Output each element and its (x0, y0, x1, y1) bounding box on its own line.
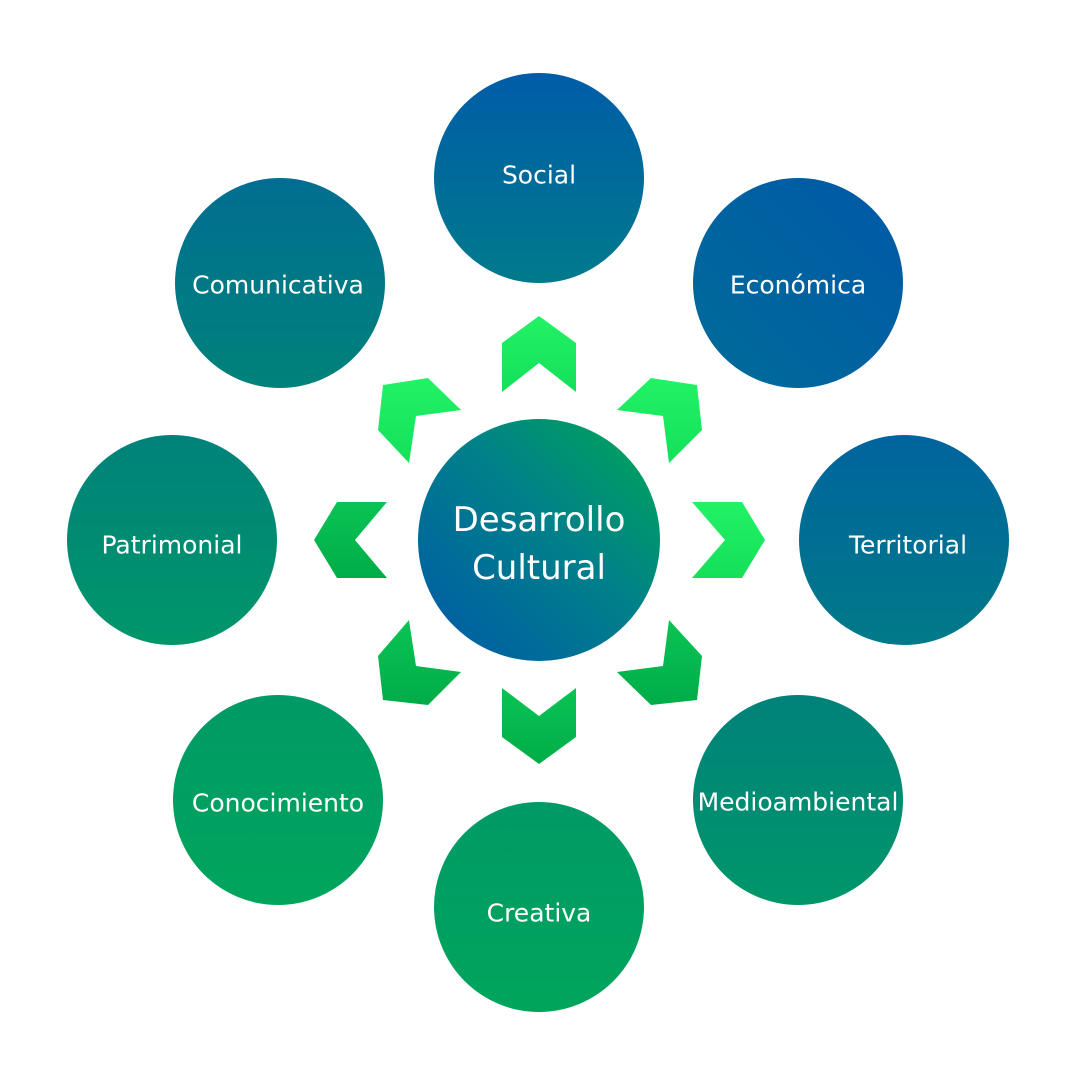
chevron-left-icon (314, 502, 387, 578)
chevron-up-icon (502, 316, 576, 392)
arrows (314, 316, 765, 764)
node-economica: Económica (693, 178, 903, 388)
node-label: Económica (730, 271, 866, 300)
node-label: Patrimonial (101, 531, 242, 560)
node-label: Conocimiento (192, 789, 364, 818)
node-creativa: Creativa (434, 802, 644, 1012)
center-label-line1: Desarrollo (453, 500, 626, 540)
node-social: Social (434, 73, 644, 283)
node-territorial: Territorial (799, 435, 1009, 645)
chevron-down-icon (502, 688, 576, 764)
node-label: Social (502, 161, 576, 190)
node-comunicativa: Comunicativa (175, 178, 385, 388)
chevron-down-left-icon (378, 620, 461, 705)
chevron-up-left-icon (378, 378, 461, 463)
node-patrimonial: Patrimonial (67, 435, 277, 645)
center-node: Desarrollo Cultural (418, 419, 660, 661)
node-medioambiental: Medioambiental (693, 695, 903, 905)
node-label: Creativa (487, 899, 592, 928)
node-label: Territorial (848, 531, 967, 560)
center-label-line2: Cultural (472, 548, 606, 588)
chevron-right-icon (692, 502, 765, 578)
chevron-up-right-icon (617, 378, 702, 463)
node-conocimiento: Conocimiento (173, 695, 383, 905)
node-label: Medioambiental (698, 788, 899, 817)
chevron-down-right-icon (617, 620, 702, 705)
node-label: Comunicativa (192, 271, 364, 300)
